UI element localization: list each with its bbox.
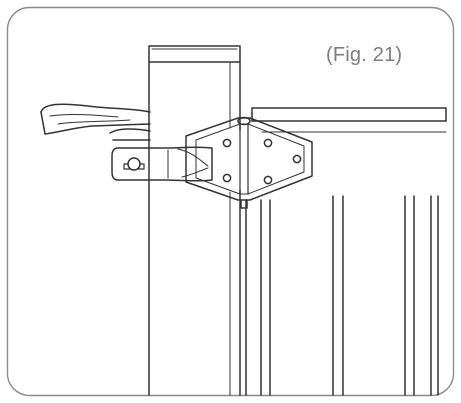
screw-icon [292,154,302,164]
figure-number-label: (Fig. 21) [326,44,403,66]
screw-icon [222,138,232,148]
release-handle [40,103,151,141]
locking-lever [111,146,213,182]
screw-icon [263,138,273,148]
frame-border [6,6,455,397]
screw-icon [263,175,273,185]
pressure-bracket [185,116,313,209]
screw-icon [222,173,232,183]
wall-post [148,45,241,396]
gate-panel [245,107,447,396]
